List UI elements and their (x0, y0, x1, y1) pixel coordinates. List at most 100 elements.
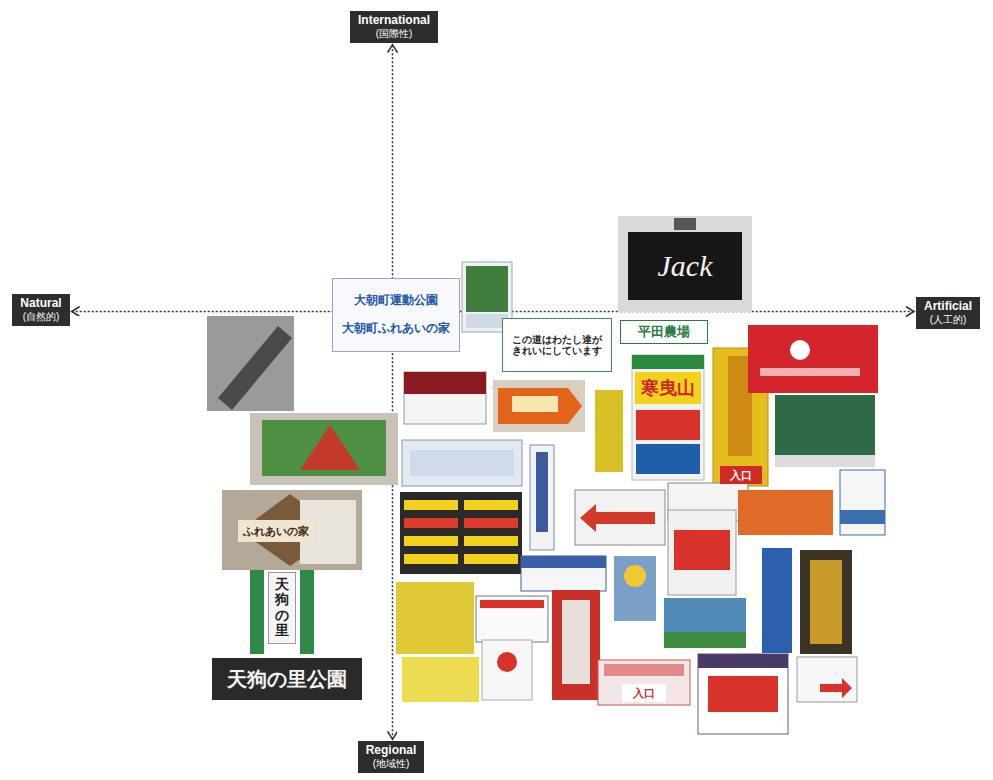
entrance-label: 入口 (720, 466, 762, 484)
axis-label-text: International (358, 14, 430, 28)
sign-photo (464, 518, 518, 528)
sign-photo (536, 452, 548, 532)
sign-photo (521, 556, 606, 591)
sign-photo (698, 654, 788, 734)
axis-label-text: (自然的) (23, 311, 60, 323)
sign-photo (402, 657, 479, 702)
sign-photo (497, 652, 517, 672)
axis-label-text: Regional (366, 744, 417, 758)
axis-label-text: (人工的) (930, 314, 967, 326)
sign-photo (300, 425, 360, 470)
sign-photo (222, 490, 362, 570)
sign-photo (698, 654, 788, 668)
sign-photo (521, 556, 606, 568)
farm-sign: 平田農場 (620, 320, 708, 344)
sign-photo (464, 536, 518, 546)
shop-sign: Jack (628, 232, 742, 300)
axis-label-text: (国際性) (376, 28, 413, 40)
sign-bracket (674, 218, 696, 230)
park-sign: 天狗の里公園 (212, 658, 362, 700)
sign-photo (840, 510, 885, 524)
sign-photo (552, 590, 600, 700)
axis-label: International(国際性) (350, 11, 438, 42)
axis-label: Artificial(人工的) (916, 297, 980, 328)
axis-label-text: Artificial (924, 300, 972, 314)
sign-photo (632, 355, 704, 369)
axis-label-text: Natural (20, 297, 61, 311)
sign-photo (580, 504, 655, 532)
axis-label: Natural(自然的) (12, 294, 69, 325)
sign-photo (218, 326, 292, 410)
sign-photo (664, 598, 746, 648)
entrance-label: 入口 (622, 684, 666, 702)
sign-photo (404, 536, 458, 546)
road-sign: 大朝町運動公園大朝町ふれあいの家 (332, 278, 460, 352)
sign-photo (404, 554, 458, 564)
sign-photo (396, 582, 474, 654)
vertical-sign-text: 天狗の里 (275, 577, 289, 639)
sign-photo (250, 413, 398, 485)
sign-photo (775, 455, 875, 467)
sign-photo (810, 560, 842, 644)
notice-sign: この道はわたし達が きれいにしています (502, 318, 612, 372)
sign-photo (482, 640, 532, 700)
shop-sign: 寒曳山 (635, 372, 701, 404)
sign-photo (404, 372, 486, 394)
sign-photo (738, 490, 833, 535)
notice-sign-text: この道はわたし達が きれいにしています (508, 334, 606, 357)
axis-label: Regional(地域性) (358, 741, 425, 772)
sign-photo (300, 570, 314, 654)
sign-photo (598, 660, 690, 705)
sign-photo (668, 510, 736, 595)
sign-photo (708, 676, 778, 712)
sign-photo (207, 316, 294, 411)
sign-photo (636, 444, 700, 474)
sign-photo (797, 657, 857, 702)
shop-sign-text: Jack (658, 249, 713, 284)
entrance-label-text: 入口 (633, 687, 655, 700)
sign-photo (402, 440, 522, 486)
road-sign-text: 大朝町運動公園 (354, 294, 438, 308)
entrance-label-text: 入口 (730, 469, 752, 482)
sign-photo (476, 596, 548, 642)
sign-photo (512, 396, 558, 412)
wooden-sign-text: ふれあいの家 (243, 525, 309, 538)
sign-photo (664, 632, 746, 648)
sign-photo (480, 600, 544, 608)
sign-photo (762, 548, 792, 653)
sign-photo (618, 216, 752, 312)
sign-photo (464, 554, 518, 564)
sign-photo (250, 570, 264, 654)
road-sign-text: 大朝町ふれあいの家 (342, 322, 450, 336)
sign-photo (562, 600, 590, 684)
sign-photo (790, 340, 810, 360)
sign-photo (604, 664, 684, 676)
sign-photo (632, 355, 704, 480)
sign-photo (614, 556, 656, 621)
sign-photo (404, 500, 458, 510)
sign-photo (404, 372, 486, 424)
sign-photo (493, 380, 585, 432)
sign-photo (464, 500, 518, 510)
sign-photo (748, 325, 878, 393)
sign-photo (624, 565, 646, 587)
sign-photo (530, 445, 554, 550)
sign-photo (404, 518, 458, 528)
sign-photo (262, 420, 386, 476)
sign-photo (674, 530, 730, 570)
sign-photo (636, 410, 700, 440)
sign-photo (575, 490, 665, 545)
sign-photo (595, 390, 623, 472)
sign-photo (466, 266, 508, 312)
farm-sign-text: 平田農場 (638, 325, 690, 340)
axis-label-text: (地域性) (373, 758, 410, 770)
wooden-sign: ふれあいの家 (238, 520, 314, 542)
sign-photo (840, 470, 885, 535)
sign-photo (498, 388, 582, 424)
shop-sign-text: 寒曳山 (641, 378, 695, 399)
park-sign-text: 天狗の里公園 (227, 668, 347, 691)
sign-photo (800, 550, 852, 654)
sign-photo (820, 678, 852, 698)
